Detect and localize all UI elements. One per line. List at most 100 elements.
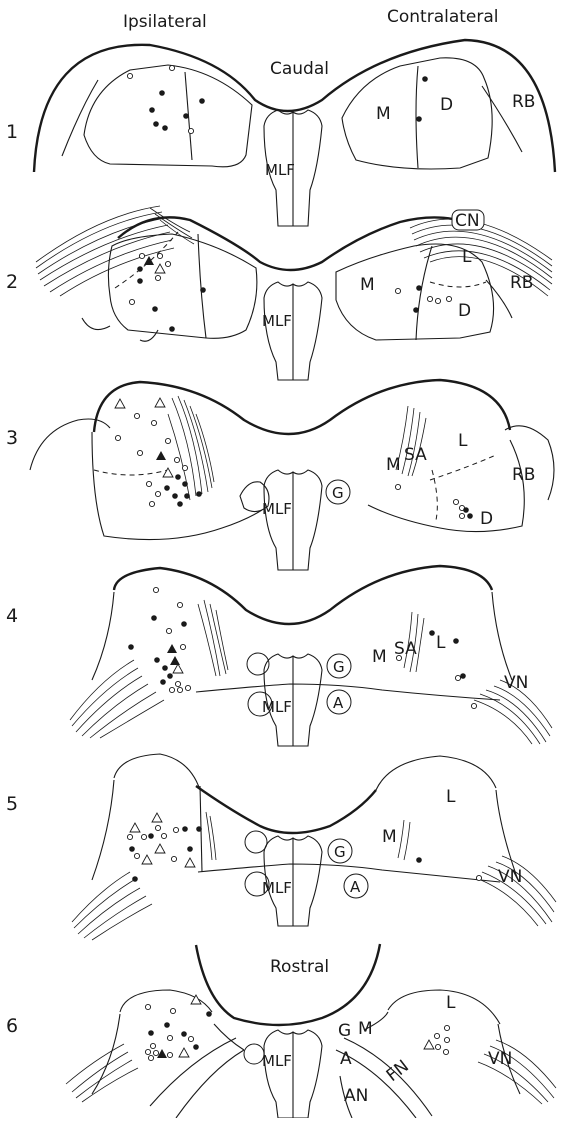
open-circle-marker xyxy=(151,420,156,425)
filled-circle-marker xyxy=(182,481,188,487)
fiber-stroke xyxy=(92,904,152,940)
section-3: 3 MLF G M SA L RB D xyxy=(6,380,554,570)
open-circle-marker xyxy=(435,298,440,303)
filled-circle-marker xyxy=(183,113,189,119)
section-6-number: 6 xyxy=(6,1015,18,1037)
fiber-stroke xyxy=(74,880,134,928)
section-3-left-fiber-band xyxy=(168,396,214,500)
section-3-left-wing xyxy=(30,419,110,470)
open-circle-marker xyxy=(167,1035,172,1040)
section-1-mlf-label: MLF xyxy=(265,161,295,179)
section-1-caudal-label: Caudal xyxy=(270,59,329,79)
open-circle-marker xyxy=(166,628,171,633)
section-5-l-label: L xyxy=(446,787,456,807)
filled-circle-marker xyxy=(196,826,202,832)
open-circle-marker xyxy=(145,1004,150,1009)
filled-circle-marker xyxy=(148,1030,154,1036)
filled-circle-marker xyxy=(460,673,466,679)
fiber-stroke xyxy=(100,700,164,738)
open-circle-marker xyxy=(444,1037,449,1042)
section-3-sa-label: SA xyxy=(404,445,427,465)
open-triangle-marker xyxy=(115,399,125,408)
open-circle-marker xyxy=(153,1050,158,1055)
filled-circle-marker xyxy=(153,121,159,127)
open-circle-marker xyxy=(444,1025,449,1030)
open-circle-marker xyxy=(148,1055,153,1060)
open-circle-marker xyxy=(127,834,132,839)
nucleus-circle xyxy=(245,831,267,853)
section-2-mlf-label: MLF xyxy=(262,312,292,330)
filled-circle-marker xyxy=(128,644,134,650)
section-4-g-label: G xyxy=(333,658,345,676)
open-circle-marker xyxy=(149,501,154,506)
section-3-g-label: G xyxy=(332,484,344,502)
section-4-number: 4 xyxy=(6,605,18,627)
open-triangle-marker xyxy=(155,844,165,853)
filled-circle-marker xyxy=(164,485,170,491)
section-6-l-label: L xyxy=(446,993,456,1013)
section-5-right-fiber-band xyxy=(398,820,556,926)
filled-circle-marker xyxy=(151,615,157,621)
filled-circle-marker xyxy=(132,876,138,882)
section-5-m-label: M xyxy=(382,827,397,847)
fiber-stroke xyxy=(494,686,550,736)
filled-circle-marker xyxy=(181,1031,187,1037)
open-circle-marker xyxy=(188,1036,193,1041)
structure-outline xyxy=(62,80,98,156)
section-1-d-label: D xyxy=(440,95,453,115)
section-5: 5 MLF G xyxy=(6,754,556,940)
open-circle-marker xyxy=(169,65,174,70)
section-4-right-fiber-band xyxy=(404,612,552,744)
section-4-m-label: M xyxy=(372,647,387,667)
section-6-mlf-label: MLF xyxy=(262,1052,292,1070)
open-circle-marker xyxy=(165,261,170,266)
section-4: 4 MLF xyxy=(6,566,552,746)
open-circle-marker xyxy=(476,875,481,880)
section-6-g-label: G xyxy=(338,1021,351,1041)
section-4-markers xyxy=(128,587,476,708)
structure-outline xyxy=(430,455,496,480)
open-circle-marker xyxy=(141,834,146,839)
filled-circle-marker xyxy=(152,306,158,312)
filled-circle-marker xyxy=(184,493,190,499)
structure-outline xyxy=(376,756,496,790)
fiber-stroke xyxy=(206,812,212,860)
structure-outline xyxy=(492,592,512,680)
open-triangle-marker xyxy=(424,1040,434,1049)
open-circle-marker xyxy=(177,602,182,607)
filled-circle-marker xyxy=(196,491,202,497)
section-4-vn-label: VN xyxy=(504,673,528,693)
open-circle-marker xyxy=(153,587,158,592)
open-circle-marker xyxy=(146,481,151,486)
ipsilateral-header: Ipsilateral xyxy=(123,12,207,32)
fiber-stroke xyxy=(398,820,404,858)
filled-circle-marker xyxy=(172,493,178,499)
open-circle-marker xyxy=(395,288,400,293)
open-circle-marker xyxy=(396,655,401,660)
filled-circle-marker xyxy=(167,673,173,679)
fiber-stroke xyxy=(66,1044,124,1084)
open-circle-marker xyxy=(129,299,134,304)
fiber-stroke xyxy=(82,684,148,736)
open-circle-marker xyxy=(173,827,178,832)
filled-circle-marker xyxy=(187,846,193,852)
fiber-stroke xyxy=(44,232,170,286)
open-circle-marker xyxy=(177,687,182,692)
structure-outline xyxy=(214,1024,244,1050)
section-3-mlf-label: MLF xyxy=(262,500,292,518)
section-6-an-label: AN xyxy=(344,1086,368,1106)
filled-triangle-marker xyxy=(170,656,180,665)
section-5-markers xyxy=(127,813,481,882)
section-3-rb-label: RB xyxy=(512,465,535,485)
section-2-number: 2 xyxy=(6,271,18,293)
structure-outline xyxy=(92,432,262,540)
section-2-rb-label: RB xyxy=(510,273,533,293)
open-circle-marker xyxy=(427,296,432,301)
structure-outline xyxy=(368,440,524,532)
section-5-g-label: G xyxy=(334,843,346,861)
filled-circle-marker xyxy=(149,107,155,113)
section-5-a-label: A xyxy=(350,878,361,896)
open-circle-marker xyxy=(395,484,400,489)
structure-outline xyxy=(92,592,114,680)
filled-circle-marker xyxy=(177,501,183,507)
